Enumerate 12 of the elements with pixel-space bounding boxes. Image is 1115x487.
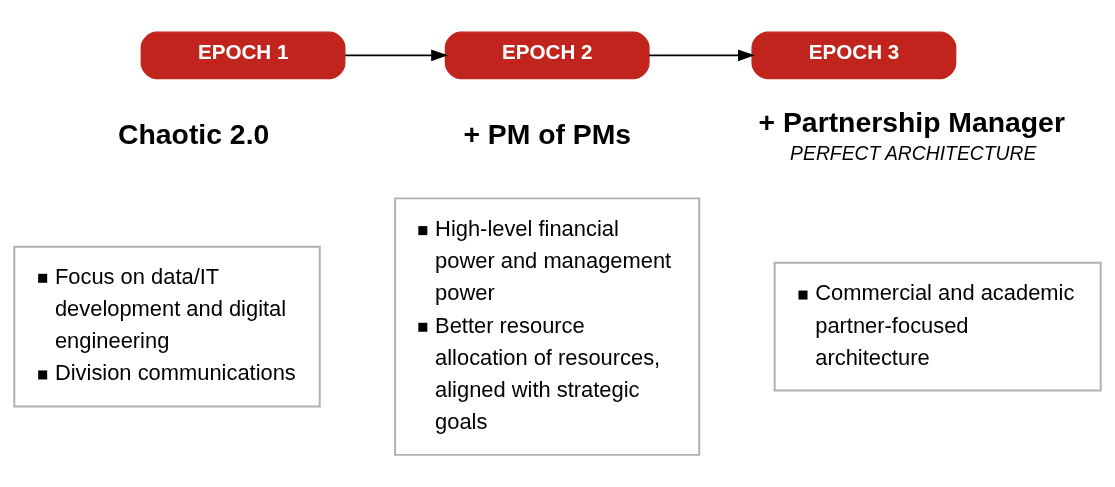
node-label: Chaotic 2.0 xyxy=(118,118,270,151)
node-box: Focus on data/IT development and digital engineering Division communications xyxy=(13,245,321,408)
arrow xyxy=(648,49,755,62)
arrow xyxy=(344,49,448,62)
node-box: EPOCH 1 xyxy=(140,31,346,80)
node-box: Commercial and academic partner-focused architecture xyxy=(773,261,1102,392)
node-box: EPOCH 2 xyxy=(444,31,650,80)
node-label: PERFECT ARCHITECTURE xyxy=(790,143,1037,165)
node-box: EPOCH 3 xyxy=(751,31,957,80)
node-box: High-level financial power and management power Better resource allocation of resources, aligned with strategic goals xyxy=(394,197,701,456)
node-label: + PM of PMs xyxy=(463,118,632,151)
node-label: + Partnership Manager xyxy=(758,105,1065,138)
